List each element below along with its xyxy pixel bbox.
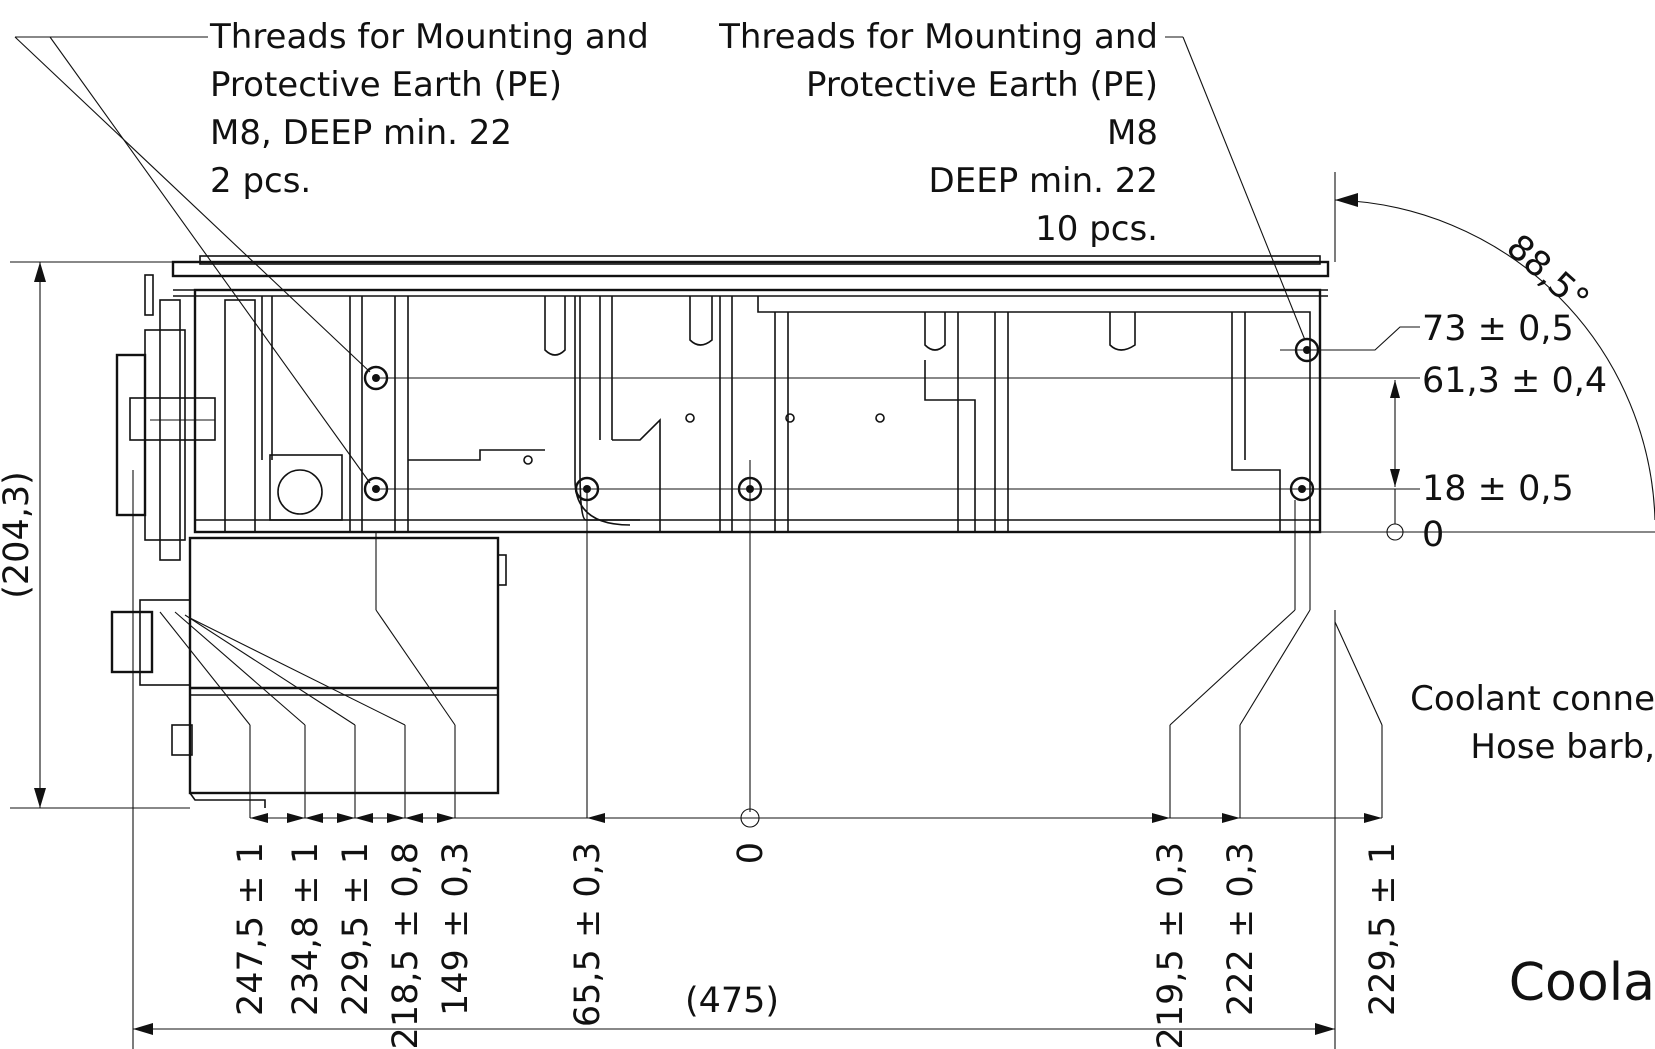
angle-label: 88,5°	[1499, 227, 1597, 321]
bottom-dimension-leaders	[132, 460, 1383, 1049]
svg-text:M8: M8	[1107, 113, 1158, 153]
bottom-dimension-labels: 247,5 ± 1 234,8 ± 1 229,5 ± 1 218,5 ± 0,…	[231, 842, 1403, 1049]
svg-text:219,5 ± 0,3: 219,5 ± 0,3	[1151, 842, 1191, 1049]
angle-dimension	[1334, 172, 1655, 1049]
svg-text:229,5 ± 1: 229,5 ± 1	[336, 842, 376, 1016]
lower-module	[171, 536, 507, 808]
right-thread-note: Threads for Mounting and Protective Eart…	[718, 17, 1158, 249]
svg-text:Protective Earth (PE): Protective Earth (PE)	[210, 65, 562, 105]
svg-text:73 ± 0,5: 73 ± 0,5	[1422, 309, 1574, 349]
overall-width-label: (475)	[685, 981, 779, 1021]
right-vertical-labels: 73 ± 0,5 61,3 ± 0,4 18 ± 0,5 0	[1422, 309, 1607, 555]
svg-text:18 ± 0,5: 18 ± 0,5	[1422, 469, 1574, 509]
svg-text:M8, DEEP min. 22: M8, DEEP min. 22	[210, 113, 512, 153]
leader-lines	[14, 36, 1306, 484]
svg-text:0: 0	[731, 842, 771, 864]
right-vertical-dimensions	[376, 326, 1655, 541]
svg-text:10 pcs.: 10 pcs.	[1035, 209, 1158, 249]
left-vertical-dimension	[10, 261, 200, 809]
svg-text:Hose barb,: Hose barb,	[1470, 727, 1655, 767]
svg-text:247,5 ± 1: 247,5 ± 1	[231, 842, 271, 1016]
svg-text:61,3 ± 0,4: 61,3 ± 0,4	[1422, 361, 1607, 401]
side-connectors	[110, 274, 216, 686]
svg-text:2 pcs.: 2 pcs.	[210, 161, 311, 201]
svg-text:218,5 ± 0,8: 218,5 ± 0,8	[386, 842, 426, 1049]
svg-text:229,5 ± 1: 229,5 ± 1	[1363, 842, 1403, 1016]
svg-text:Threads for Mounting and: Threads for Mounting and	[718, 17, 1158, 57]
left-thread-note: Threads for Mounting and Protective Eart…	[209, 17, 649, 201]
coolant-note: Coolant conne Hose barb, Coola	[1410, 679, 1655, 1013]
housing-outline	[171, 255, 1330, 534]
svg-text:222 ± 0,3: 222 ± 0,3	[1221, 842, 1261, 1016]
svg-text:65,5 ± 0,3: 65,5 ± 0,3	[568, 842, 608, 1027]
svg-text:234,8 ± 1: 234,8 ± 1	[286, 842, 326, 1016]
svg-text:Coolant conne: Coolant conne	[1410, 679, 1655, 719]
svg-text:Protective Earth (PE): Protective Earth (PE)	[806, 65, 1158, 105]
svg-text:DEEP min. 22: DEEP min. 22	[929, 161, 1158, 201]
svg-text:0: 0	[1422, 515, 1444, 555]
svg-text:149 ± 0,3: 149 ± 0,3	[436, 842, 476, 1016]
left-vertical-label: (204,3)	[0, 471, 37, 599]
mounting-holes	[363, 337, 1320, 502]
svg-text:Coola: Coola	[1509, 953, 1655, 1013]
svg-text:Threads for Mounting and: Threads for Mounting and	[209, 17, 649, 57]
